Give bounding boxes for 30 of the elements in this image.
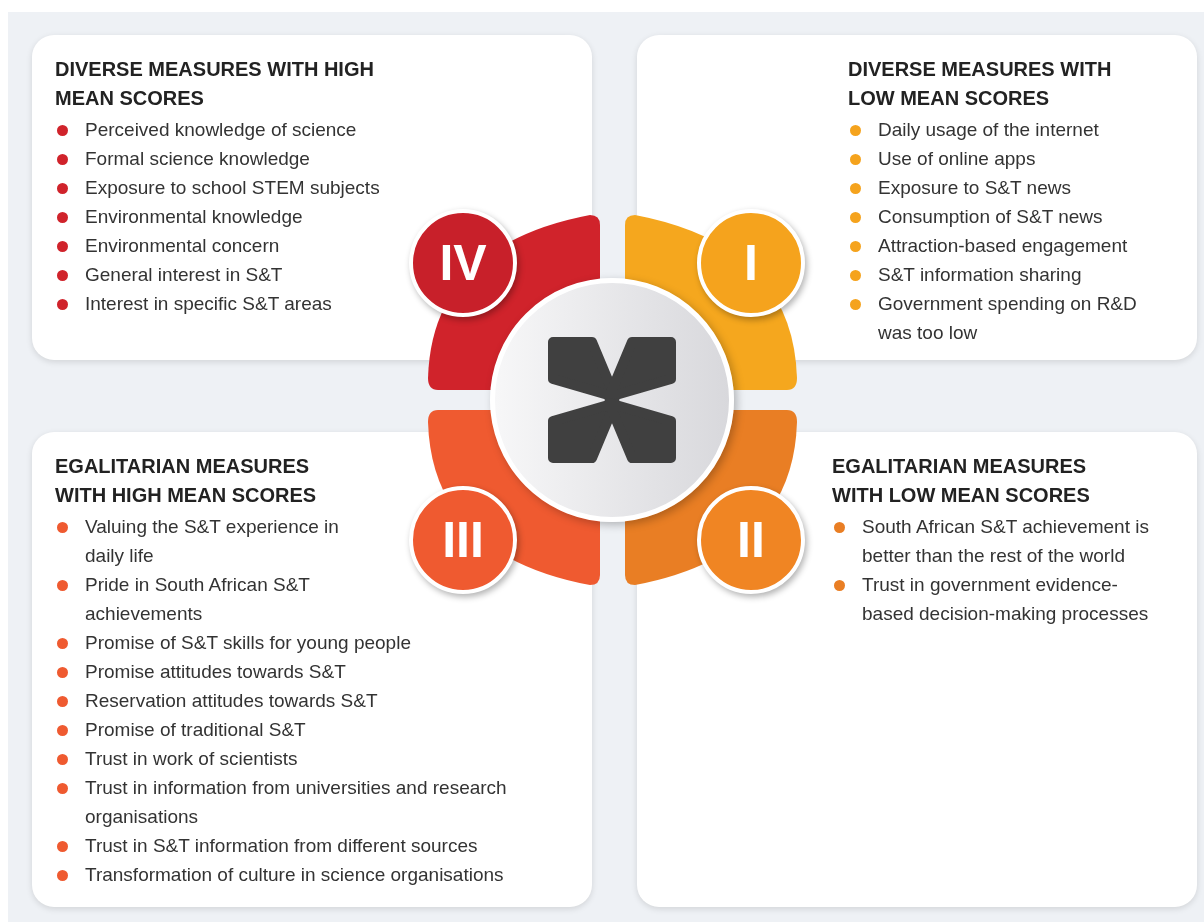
list-item: Trust in government evidence-based decision-making processes	[832, 570, 1162, 628]
card-heading: EGALITARIAN MEASURES WITH HIGH MEAN SCORES	[55, 454, 318, 508]
list-item: Promise of S&T skills for young people	[55, 628, 575, 657]
list-item: S&T information sharing	[848, 260, 1188, 289]
card-heading: EGALITARIAN MEASURES WITH LOW MEAN SCORES	[832, 454, 1091, 508]
card-heading: DIVERSE MEASURES WITH HIGH MEAN SCORES	[55, 57, 375, 111]
list-item: Valuing the S&T experience in daily life	[55, 512, 375, 570]
list-item: Pride in South African S&T achievements	[55, 570, 375, 628]
info-card	[32, 432, 592, 907]
list-item: Trust in work of scientists	[55, 744, 575, 773]
list-item: Attraction-based engagement	[848, 231, 1188, 260]
list-item: South African S&T achievement is better than the rest of the world	[832, 512, 1162, 570]
list-item: Formal science knowledge	[55, 144, 435, 173]
list-item: Consumption of S&T news	[848, 202, 1188, 231]
list-item: Daily usage of the internet	[848, 115, 1188, 144]
list-item: Exposure to S&T news	[848, 173, 1188, 202]
list-item: Trust in S&T information from different sources	[55, 831, 575, 860]
info-card	[32, 35, 592, 360]
list-item: Reservation attitudes towards S&T	[55, 686, 575, 715]
list-item: Transformation of culture in science organisations	[55, 860, 575, 889]
info-card	[637, 35, 1197, 360]
list-item: Promise attitudes towards S&T	[55, 657, 575, 686]
card-heading: DIVERSE MEASURES WITH LOW MEAN SCORES	[848, 57, 1113, 111]
list-item: Exposure to school STEM subjects	[55, 173, 435, 202]
list-item: Perceived knowledge of science	[55, 115, 435, 144]
list-item: Trust in information from universities and research organisations	[55, 773, 575, 831]
list-item: Use of online apps	[848, 144, 1188, 173]
list-item: Government spending on R&D was too low	[848, 289, 1168, 347]
info-card	[637, 432, 1197, 907]
list-item: Promise of traditional S&T	[55, 715, 575, 744]
